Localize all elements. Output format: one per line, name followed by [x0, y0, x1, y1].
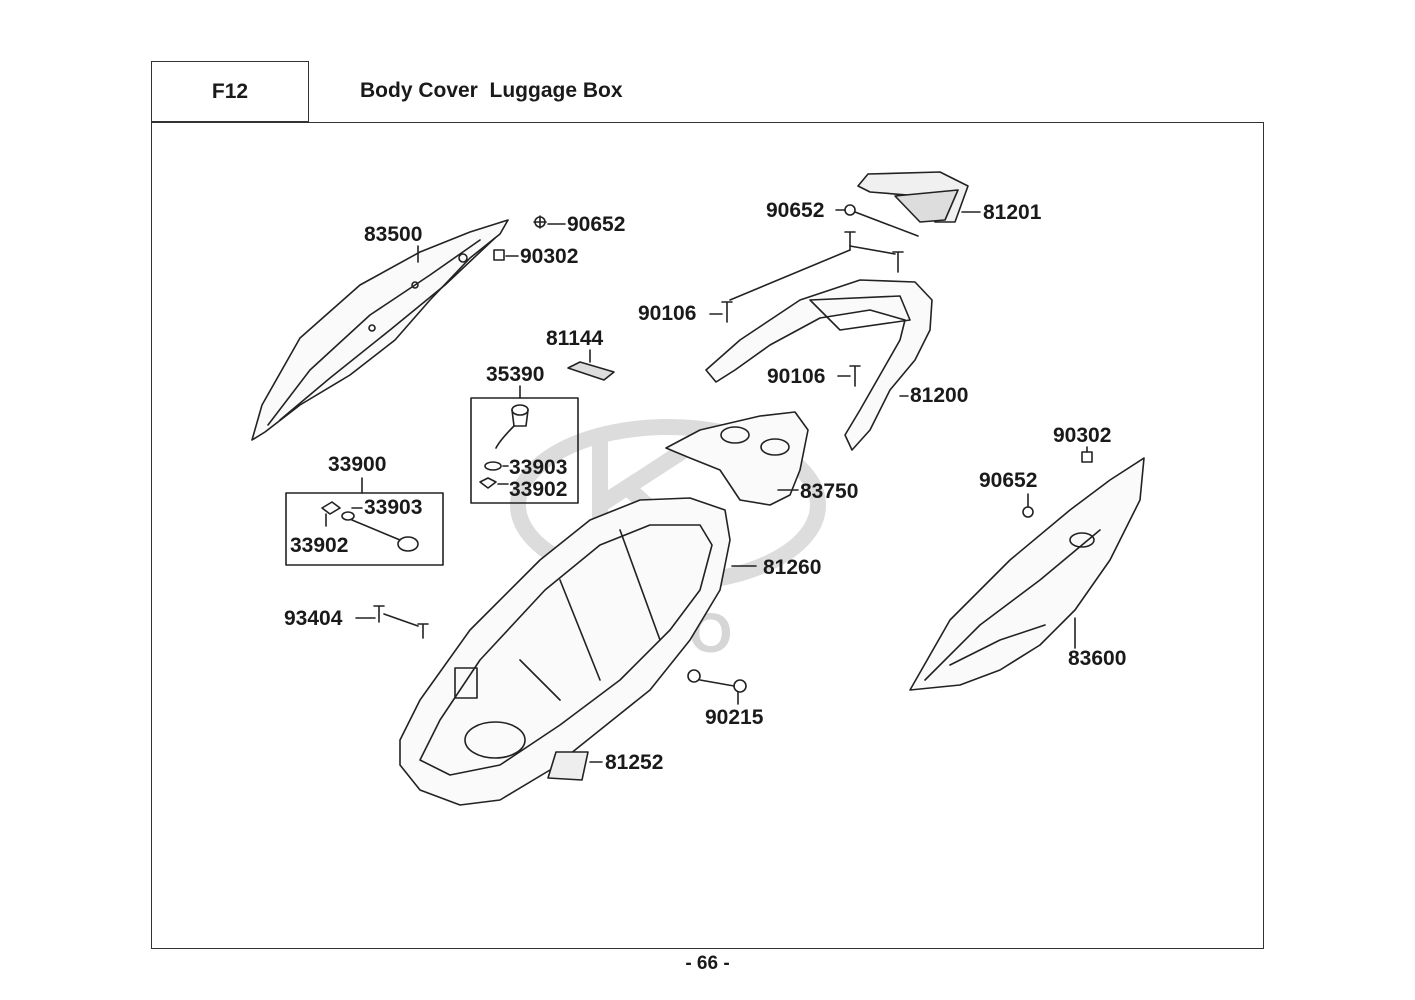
label-81252 — [547, 751, 589, 781]
diagram-frame — [151, 122, 1264, 949]
part-label-83500: 83500 — [364, 223, 423, 246]
screw-90652-c — [1022, 506, 1034, 518]
part-label-33903: 33903 — [509, 456, 568, 479]
part-label-33903: 33903 — [364, 496, 423, 519]
bolt-93404 — [373, 605, 429, 639]
part-label-33902: 33902 — [509, 478, 568, 501]
page-number: - 66 - — [685, 953, 730, 974]
luggage-box-81260 — [399, 497, 731, 806]
left-side-cover-83500 — [251, 219, 509, 441]
part-label-90106: 90106 — [767, 365, 826, 388]
leader-line — [699, 679, 735, 687]
part-label-33900: 33900 — [328, 453, 387, 476]
right-side-cover-83600 — [909, 457, 1145, 691]
part-label-90652: 90652 — [567, 213, 626, 236]
section-code: F12 — [151, 61, 309, 122]
part-label-90106: 90106 — [638, 302, 697, 325]
part-label-33902: 33902 — [290, 534, 349, 557]
part-label-90302: 90302 — [1053, 424, 1112, 447]
pad-81144 — [567, 361, 615, 381]
lock-35390-parts — [479, 404, 529, 489]
screw-90652-b — [844, 204, 856, 216]
top-cover-83750 — [665, 411, 809, 506]
nut-90215 — [687, 669, 747, 693]
part-label-35390: 35390 — [486, 363, 545, 386]
part-label-81144: 81144 — [546, 327, 604, 350]
carrier-cover-81201 — [857, 171, 969, 223]
screw-90652-a — [533, 215, 547, 229]
leader-line — [729, 249, 851, 301]
carrier-81200 — [705, 279, 933, 451]
part-label-90302: 90302 — [520, 245, 579, 268]
part-label-81201: 81201 — [983, 201, 1042, 224]
bolt-90106-b — [721, 301, 861, 387]
part-label-90215: 90215 — [705, 706, 764, 729]
page-title: Body Cover Luggage Box — [360, 79, 623, 102]
part-label-81200: 81200 — [910, 384, 969, 407]
bolt-90106-a — [844, 231, 904, 273]
part-label-83600: 83600 — [1068, 647, 1127, 670]
lock-33900-parts — [321, 501, 419, 552]
part-label-93404: 93404 — [284, 607, 343, 630]
part-label-90652: 90652 — [979, 469, 1038, 492]
assembly-box-35390 — [470, 397, 579, 504]
part-label-81260: 81260 — [763, 556, 822, 579]
leader-line — [383, 613, 419, 627]
nut-90302-a — [493, 249, 505, 261]
leader-line — [854, 211, 919, 237]
part-label-90652: 90652 — [766, 199, 825, 222]
part-label-83750: 83750 — [800, 480, 859, 503]
leader-line — [849, 245, 896, 255]
assembly-box-33900 — [285, 492, 444, 566]
part-label-81252: 81252 — [605, 751, 664, 774]
nut-90302-b — [1081, 451, 1093, 463]
